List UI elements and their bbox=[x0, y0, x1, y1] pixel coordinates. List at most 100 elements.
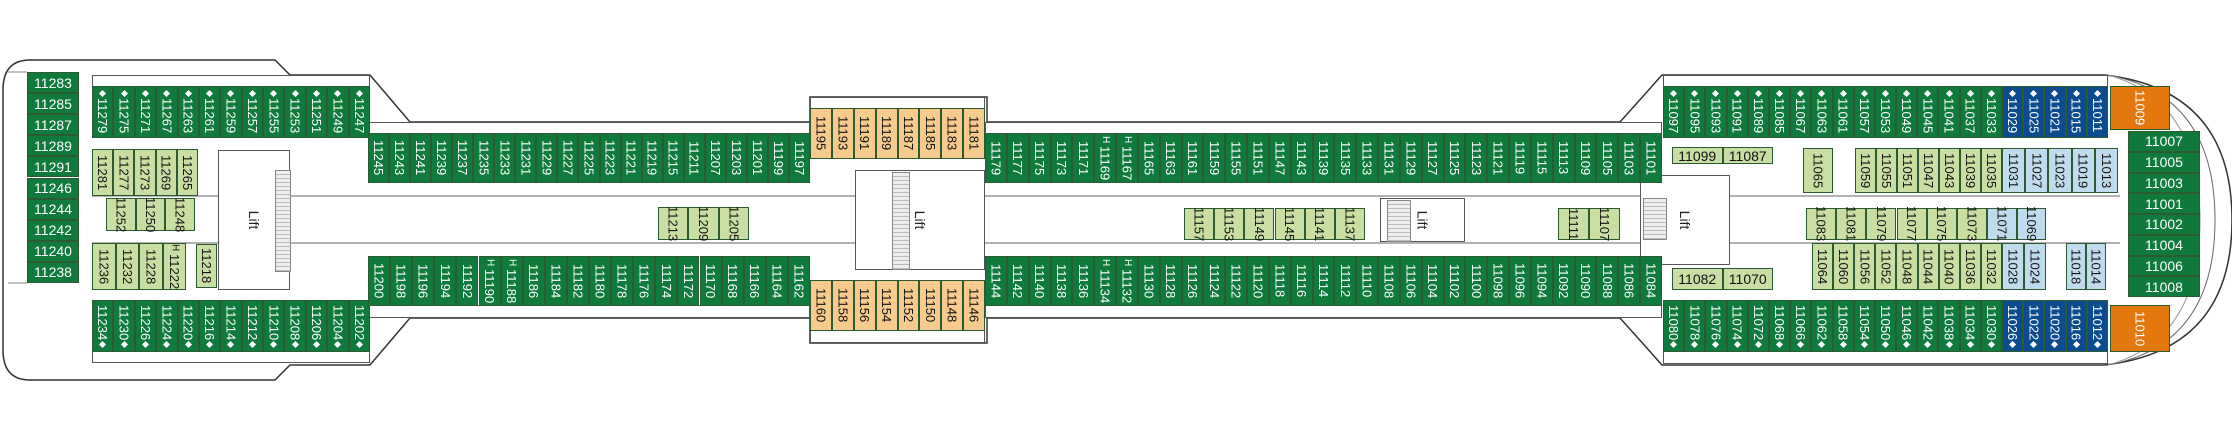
cabin-11211[interactable]: 11211 bbox=[683, 133, 705, 183]
cabin-11114[interactable]: 11114 bbox=[1312, 256, 1335, 306]
cabin-11240[interactable]: 11240 bbox=[27, 240, 79, 262]
cabin-11223[interactable]: 11223 bbox=[599, 133, 621, 183]
cabin-11218[interactable]: 11218 bbox=[196, 244, 217, 288]
cabin-11055[interactable]: 11055 bbox=[1876, 148, 1897, 193]
cabin-11010[interactable]: 11010 bbox=[2110, 305, 2170, 352]
cabin-11231[interactable]: 11231 bbox=[515, 133, 537, 183]
cabin-11206[interactable]: 11206 bbox=[305, 300, 328, 352]
cabin-11009[interactable]: 11009 bbox=[2110, 86, 2170, 130]
cabin-11197[interactable]: 11197 bbox=[788, 133, 810, 183]
cabin-11180[interactable]: 11180 bbox=[589, 256, 612, 306]
cabin-11177[interactable]: 11177 bbox=[1006, 133, 1029, 183]
cabin-11238[interactable]: 11238 bbox=[27, 261, 79, 283]
cabin-11075[interactable]: 11075 bbox=[1926, 206, 1957, 242]
cabin-11030[interactable]: 11030 bbox=[1980, 300, 2002, 352]
cabin-11275[interactable]: 11275 bbox=[113, 86, 135, 138]
cabin-11006[interactable]: 11006 bbox=[2128, 255, 2200, 277]
cabin-11049[interactable]: 11049 bbox=[1896, 86, 1918, 138]
cabin-11037[interactable]: 11037 bbox=[1959, 86, 1981, 138]
cabin-11004[interactable]: 11004 bbox=[2128, 234, 2200, 256]
cabin-11035[interactable]: 11035 bbox=[1981, 148, 2002, 193]
cabin-11103[interactable]: 11103 bbox=[1618, 133, 1641, 183]
cabin-11087[interactable]: 11087 bbox=[1722, 147, 1773, 164]
cabin-11123[interactable]: 11123 bbox=[1465, 133, 1488, 183]
cabin-11045[interactable]: 11045 bbox=[1917, 86, 1939, 138]
cabin-11118[interactable]: 11118 bbox=[1268, 256, 1291, 306]
cabin-11171[interactable]: 11171 bbox=[1072, 133, 1095, 183]
cabin-11158[interactable]: 11158 bbox=[831, 280, 854, 331]
cabin-11233[interactable]: 11233 bbox=[494, 133, 516, 183]
cabin-11058[interactable]: 11058 bbox=[1832, 300, 1854, 352]
cabin-11249[interactable]: 11249 bbox=[327, 86, 349, 138]
cabin-11124[interactable]: 11124 bbox=[1203, 256, 1226, 306]
cabin-11072[interactable]: 11072 bbox=[1747, 300, 1769, 352]
cabin-11086[interactable]: 11086 bbox=[1618, 256, 1641, 306]
cabin-11247[interactable]: 11247 bbox=[348, 86, 370, 138]
cabin-11265[interactable]: 11265 bbox=[176, 149, 198, 196]
cabin-11245[interactable]: 11245 bbox=[368, 133, 390, 183]
cabin-11246[interactable]: 11246 bbox=[27, 177, 79, 199]
cabin-11074[interactable]: 11074 bbox=[1726, 300, 1748, 352]
cabin-11041[interactable]: 11041 bbox=[1938, 86, 1960, 138]
cabin-11029[interactable]: 11029 bbox=[2002, 86, 2024, 138]
cabin-11012[interactable]: 11012 bbox=[2086, 300, 2108, 352]
cabin-11144[interactable]: 11144 bbox=[985, 256, 1007, 306]
cabin-11104[interactable]: 11104 bbox=[1421, 256, 1444, 306]
cabin-11161[interactable]: 11161 bbox=[1181, 133, 1204, 183]
cabin-11234[interactable]: 11234 bbox=[92, 300, 114, 352]
cabin-11016[interactable]: 11016 bbox=[2065, 300, 2087, 352]
cabin-11110[interactable]: 11110 bbox=[1356, 256, 1379, 306]
cabin-11036[interactable]: 11036 bbox=[1959, 243, 1981, 290]
cabin-11032[interactable]: 11032 bbox=[1980, 243, 2002, 290]
cabin-11108[interactable]: 11108 bbox=[1378, 256, 1400, 306]
cabin-11228[interactable]: 11228 bbox=[139, 243, 163, 290]
cabin-11105[interactable]: 11105 bbox=[1596, 133, 1619, 183]
cabin-11152[interactable]: 11152 bbox=[897, 280, 920, 331]
cabin-11069[interactable]: 11069 bbox=[2016, 206, 2046, 242]
cabin-11015[interactable]: 11015 bbox=[2065, 86, 2087, 138]
cabin-11023[interactable]: 11023 bbox=[2048, 148, 2072, 193]
cabin-11044[interactable]: 11044 bbox=[1917, 243, 1939, 290]
cabin-11283[interactable]: 11283 bbox=[27, 72, 79, 94]
cabin-11034[interactable]: 11034 bbox=[1959, 300, 1981, 352]
cabin-11216[interactable]: 11216 bbox=[198, 300, 221, 352]
cabin-11148[interactable]: 11148 bbox=[941, 280, 964, 331]
cabin-11159[interactable]: 11159 bbox=[1203, 133, 1226, 183]
cabin-11220[interactable]: 11220 bbox=[177, 300, 199, 352]
cabin-11255[interactable]: 11255 bbox=[263, 86, 285, 138]
cabin-11139[interactable]: 11139 bbox=[1312, 133, 1335, 183]
cabin-11096[interactable]: 11096 bbox=[1509, 256, 1531, 306]
cabin-11204[interactable]: 11204 bbox=[327, 300, 349, 352]
cabin-11192[interactable]: 11192 bbox=[456, 256, 479, 306]
cabin-11185[interactable]: 11185 bbox=[919, 108, 942, 159]
cabin-11146[interactable]: 11146 bbox=[963, 280, 985, 331]
cabin-11232[interactable]: 11232 bbox=[115, 243, 139, 290]
cabin-11128[interactable]: 11128 bbox=[1159, 256, 1182, 306]
cabin-11095[interactable]: 11095 bbox=[1684, 86, 1706, 138]
cabin-11060[interactable]: 11060 bbox=[1833, 243, 1855, 290]
cabin-11099[interactable]: 11099 bbox=[1672, 147, 1723, 164]
cabin-11043[interactable]: 11043 bbox=[1939, 148, 1960, 193]
cabin-11089[interactable]: 11089 bbox=[1747, 86, 1769, 138]
cabin-11195[interactable]: 11195 bbox=[810, 108, 832, 159]
cabin-11078[interactable]: 11078 bbox=[1684, 300, 1706, 352]
cabin-11157[interactable]: 11157 bbox=[1184, 207, 1215, 241]
cabin-11150[interactable]: 11150 bbox=[919, 280, 942, 331]
cabin-11142[interactable]: 11142 bbox=[1006, 256, 1029, 306]
cabin-11068[interactable]: 11068 bbox=[1768, 300, 1791, 352]
cabin-11219[interactable]: 11219 bbox=[641, 133, 663, 183]
cabin-11198[interactable]: 11198 bbox=[390, 256, 413, 306]
cabin-11025[interactable]: 11025 bbox=[2023, 86, 2045, 138]
cabin-11090[interactable]: 11090 bbox=[1574, 256, 1597, 306]
cabin-11001[interactable]: 11001 bbox=[2128, 193, 2200, 214]
cabin-11019[interactable]: 11019 bbox=[2071, 148, 2095, 193]
cabin-11077[interactable]: 11077 bbox=[1896, 206, 1927, 242]
cabin-11120[interactable]: 11120 bbox=[1247, 256, 1269, 306]
cabin-11181[interactable]: 11181 bbox=[963, 108, 985, 159]
cabin-11208[interactable]: 11208 bbox=[284, 300, 306, 352]
cabin-11031[interactable]: 11031 bbox=[2002, 148, 2026, 193]
cabin-11111[interactable]: 11111 bbox=[1558, 208, 1589, 240]
cabin-11005[interactable]: 11005 bbox=[2128, 151, 2200, 173]
cabin-11094[interactable]: 11094 bbox=[1530, 256, 1553, 306]
